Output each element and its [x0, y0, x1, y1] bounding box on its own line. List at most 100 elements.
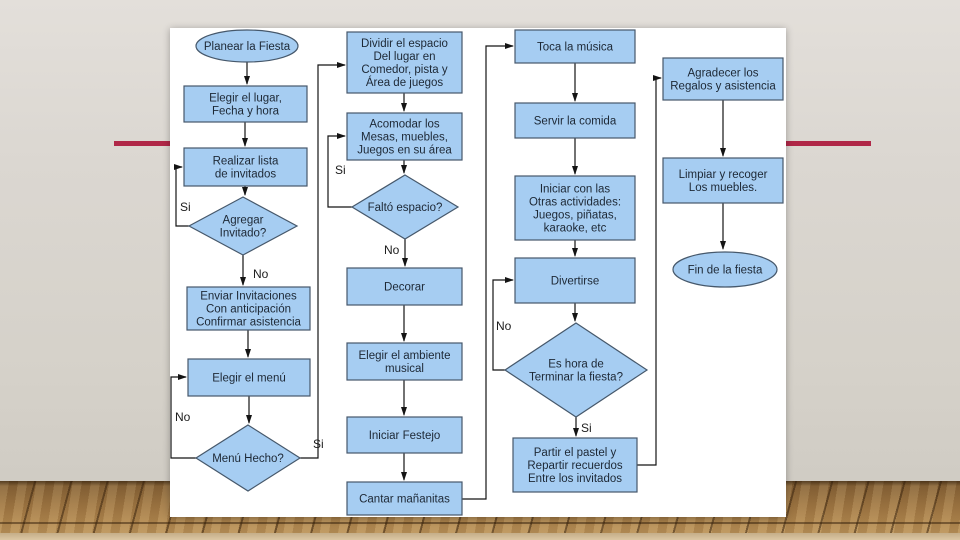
node-label: Invitado?: [220, 228, 267, 240]
decision-diamond: [350, 174, 460, 240]
node-label: Con anticipación: [206, 304, 291, 316]
decision-diamond: [187, 196, 299, 256]
node-label: Cantar mañanitas: [359, 494, 450, 506]
node-label: Decorar: [384, 282, 425, 294]
process-box: [346, 342, 463, 381]
node-label: Del lugar en: [373, 51, 435, 63]
node-label: karaoke, etc: [544, 223, 607, 235]
flow-connector: [300, 62, 346, 459]
red-accent-line-left: [114, 141, 170, 146]
node-label: Divertirse: [551, 276, 600, 288]
node-fin-fiesta: Fin de la fiesta: [672, 251, 778, 288]
flow-connector: [174, 164, 189, 227]
node-label: Confirmar asistencia: [196, 317, 301, 329]
node-label: Área de juegos: [366, 76, 444, 89]
node-label: de invitados: [215, 169, 277, 181]
edge-label: No: [384, 243, 400, 257]
node-menu-hecho: Menú Hecho?: [194, 424, 302, 492]
node-label: musical: [385, 363, 424, 375]
node-servir-comida: Servir la comida: [514, 102, 636, 139]
decision-diamond: [503, 322, 649, 418]
node-label: Elegir el ambiente: [358, 350, 450, 362]
node-label: Es hora de: [548, 359, 604, 371]
terminator-ellipse: [672, 251, 778, 288]
process-box: [183, 147, 308, 187]
edge-label: Si: [313, 437, 324, 451]
floor-baseboard-strip: [0, 533, 960, 540]
node-decorar: Decorar: [346, 267, 463, 306]
node-label: Fin de la fiesta: [688, 265, 763, 277]
node-planear-la-fiesta: Planear la Fiesta: [195, 29, 299, 63]
process-box: [662, 57, 784, 101]
node-label: Faltó espacio?: [368, 202, 443, 214]
edge-label: Si: [335, 163, 346, 177]
process-box: [346, 416, 463, 454]
node-label: Iniciar Festejo: [369, 430, 441, 442]
red-accent-line-right: [786, 141, 871, 146]
node-label: Agradecer los: [688, 68, 759, 80]
node-label: Agregar: [223, 215, 264, 227]
process-box: [346, 267, 463, 306]
node-label: Enviar Invitaciones: [200, 291, 297, 303]
node-elegir-lugar-fecha: Elegir el lugar,Fecha y hora: [183, 85, 308, 123]
node-label: Realizar lista: [213, 156, 279, 168]
process-box: [346, 31, 463, 94]
flow-connector: [170, 374, 196, 459]
flow-connector: [492, 277, 514, 371]
floor-seam: [0, 522, 960, 524]
node-label: Terminar la fiesta?: [529, 372, 623, 384]
process-box: [514, 175, 636, 241]
process-box: [514, 257, 636, 304]
node-label: Partir el pastel y: [534, 447, 617, 459]
flow-connector: [327, 133, 352, 208]
node-label: Mesas, muebles,: [361, 132, 448, 144]
node-label: Toca la música: [537, 42, 614, 54]
node-label: Comedor, pista y: [361, 64, 448, 76]
node-label: Fecha y hora: [212, 106, 280, 118]
node-label: Juegos en su área: [357, 145, 452, 157]
node-label: Elegir el menú: [212, 373, 286, 385]
node-label: Iniciar con las: [540, 184, 611, 196]
node-label: Servir la comida: [534, 116, 617, 128]
node-label: Elegir el lugar,: [209, 93, 282, 105]
process-box: [187, 358, 311, 397]
node-label: Planear la Fiesta: [204, 41, 291, 53]
process-box: [514, 29, 636, 64]
node-iniciar-festejo: Iniciar Festejo: [346, 416, 463, 454]
node-label: Juegos, piñatas,: [533, 210, 617, 222]
process-box: [662, 157, 784, 204]
node-label: Dividir el espacio: [361, 38, 448, 50]
process-box: [186, 286, 311, 331]
edge-label: Si: [180, 200, 191, 214]
node-label: Los muebles.: [689, 182, 757, 194]
process-box: [512, 437, 638, 493]
edge-label: No: [253, 267, 269, 281]
edge-label: Si: [581, 421, 592, 435]
process-box: [183, 85, 308, 123]
node-label: Regalos y asistencia: [670, 81, 776, 93]
flow-connector: [462, 43, 514, 500]
node-label: Limpiar y recoger: [679, 169, 768, 181]
decision-diamond: [194, 424, 302, 492]
node-falto-espacio: Faltó espacio?: [350, 174, 460, 240]
node-elegir-menu: Elegir el menú: [187, 358, 311, 397]
process-box: [514, 102, 636, 139]
node-divertirse: Divertirse: [514, 257, 636, 304]
node-toca-musica: Toca la música: [514, 29, 636, 64]
process-box: [346, 112, 463, 161]
edge-label: No: [496, 319, 512, 333]
